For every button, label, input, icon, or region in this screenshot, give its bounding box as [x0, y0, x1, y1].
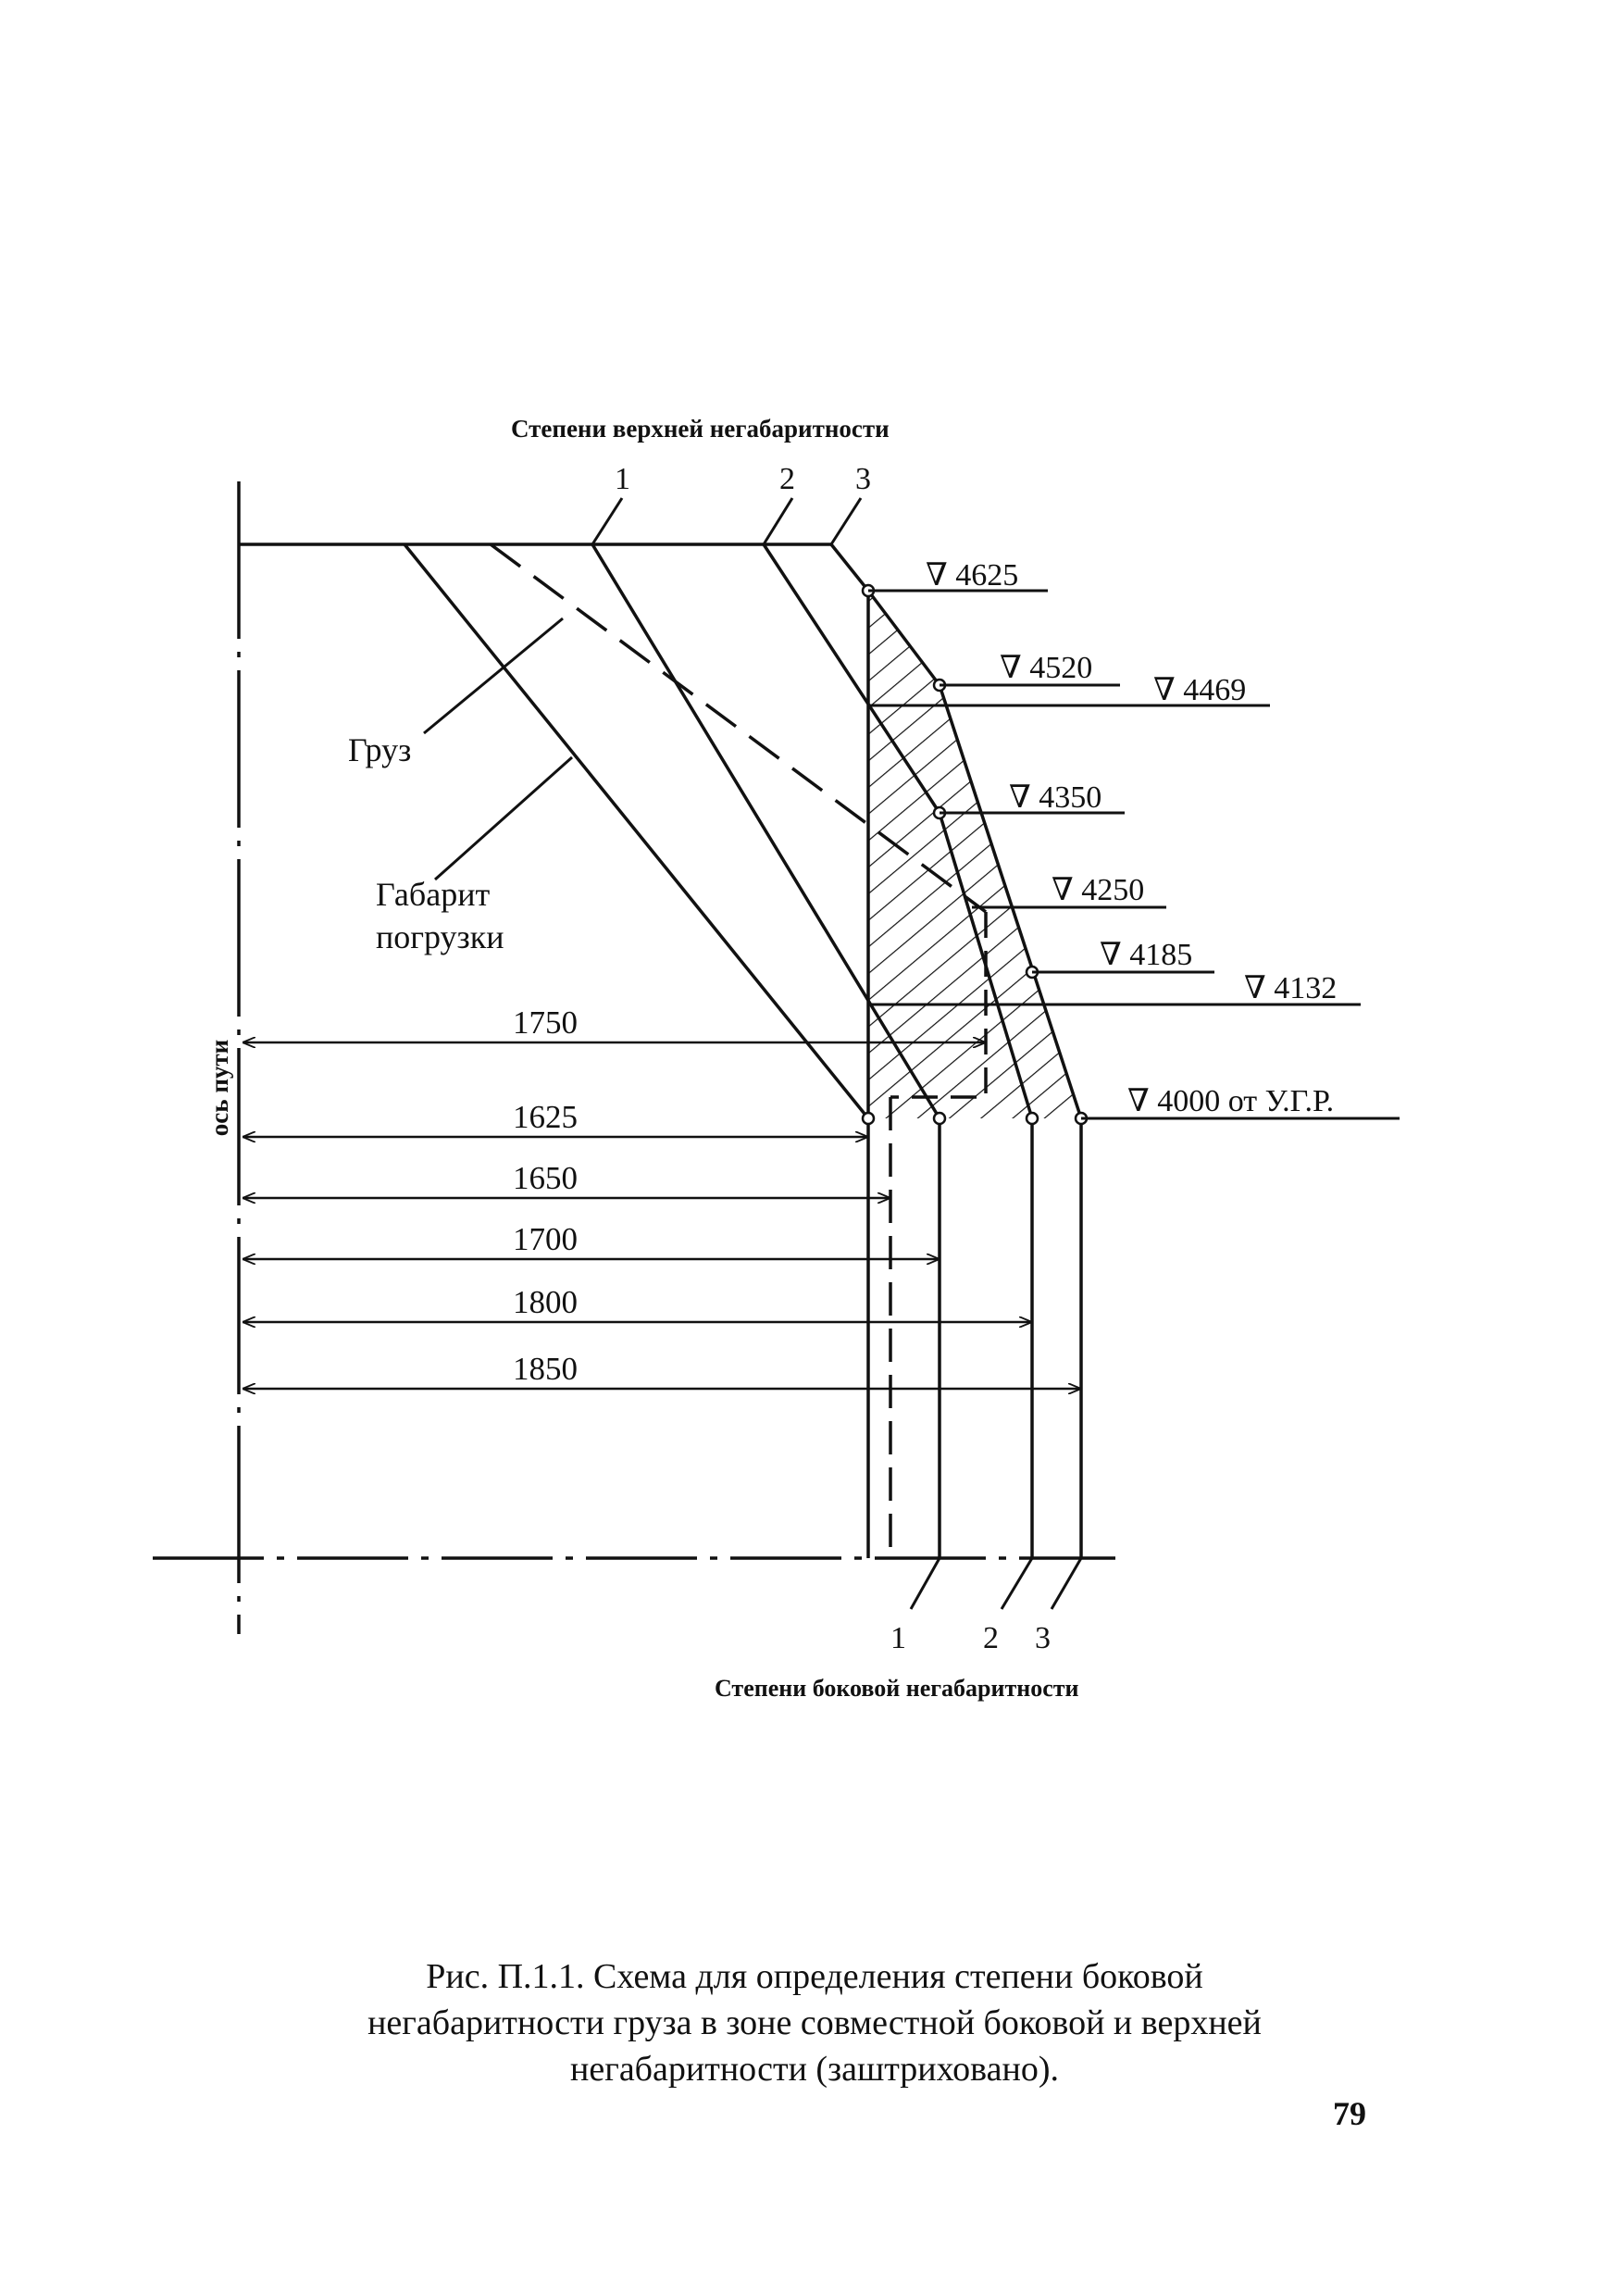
bottom-degree-1-label: 1 [890, 1621, 906, 1655]
page-number: 79 [1333, 2095, 1366, 2132]
top-degree-1-label: 1 [615, 462, 630, 496]
top-degree-3-label: 3 [855, 462, 871, 496]
degree-3-line-b [866, 589, 941, 687]
loading-gauge-label-line2: погрузки [376, 918, 504, 955]
height-mark-4350: ∇ 4350 [1009, 780, 1101, 815]
dim-1650-label: 1650 [513, 1160, 578, 1196]
caption-line-2: негабаритности груза в зоне совместной б… [367, 2003, 1262, 2042]
top-degree-1-leader [591, 497, 624, 545]
height-mark-4132: ∇ 4132 [1244, 971, 1337, 1005]
bottom-degrees-title: Степени боковой негабаритности [715, 1675, 1079, 1702]
top-degree-2-label: 2 [779, 462, 795, 496]
dim-1700-label: 1700 [513, 1221, 578, 1257]
dim-1625-label: 1625 [513, 1099, 578, 1135]
cargo-leader [423, 617, 564, 735]
bottom-degree-3-label: 3 [1035, 1621, 1051, 1655]
degree-2-upper-line [762, 543, 941, 814]
bottom-degree-2-label: 2 [983, 1621, 999, 1655]
top-degrees-title: Степени верхней негабаритности [511, 415, 890, 443]
dim-1750-label: 1750 [513, 1004, 578, 1041]
cargo-label: Груз [348, 731, 411, 768]
dim-1800-label: 1800 [513, 1284, 578, 1320]
caption-line-3: негабаритности (заштриховано). [570, 2050, 1059, 2089]
height-mark-4250: ∇ 4250 [1052, 873, 1144, 907]
loading-gauge-leader [434, 755, 573, 881]
bottom-degree-1-leader [909, 1557, 941, 1610]
height-mark-4469: ∇ 4469 [1153, 673, 1246, 707]
dim-1850-label: 1850 [513, 1351, 578, 1387]
loading-gauge-line [403, 543, 870, 1120]
bottom-degree-2-leader [1000, 1557, 1034, 1610]
figure-caption: Рис. П.1.1. Схема для определения степен… [167, 1953, 1462, 2092]
top-degree-3-leader [829, 497, 863, 545]
loading-gauge-label-line1: Габарит [376, 876, 490, 913]
vertex-bottom-1800 [1025, 1111, 1039, 1126]
height-mark-4000: ∇ 4000 от У.Г.Р. [1127, 1084, 1334, 1118]
top-degree-2-leader [762, 497, 794, 545]
height-mark-4185: ∇ 4185 [1100, 938, 1192, 972]
vertex-bottom-1700 [932, 1111, 947, 1126]
degree-3-line-a [829, 543, 870, 593]
height-mark-4625: ∇ 4625 [926, 558, 1018, 593]
track-axis-label: ось пути [205, 1040, 233, 1136]
caption-line-1: Рис. П.1.1. Схема для определения степен… [426, 1957, 1203, 1996]
gauge-diagram: Степени верхней негабаритности ось пути … [153, 415, 1400, 1702]
hatched-zone [868, 591, 1081, 1118]
cargo-dashed-line [489, 543, 988, 914]
vertex-bottom-1625 [861, 1111, 876, 1126]
cargo-outline-dashed [890, 912, 988, 1099]
bottom-degree-3-leader [1050, 1557, 1083, 1610]
degree-1-upper-line [591, 543, 941, 1119]
height-mark-4520: ∇ 4520 [1000, 651, 1092, 685]
degree-3-line-c [938, 684, 1083, 1119]
